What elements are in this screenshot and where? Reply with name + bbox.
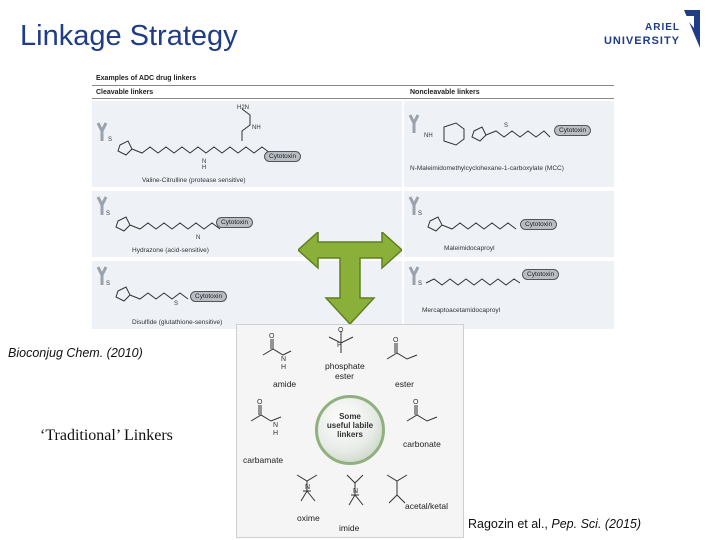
atom-h-amide: H [281, 364, 286, 371]
atom-n-amide: N [281, 356, 286, 363]
university-logo: ARIEL UNIVERSITY [600, 8, 700, 48]
labile-structures: O N H P O O O N H O N N [250, 327, 438, 506]
atom-nh-2: NH [424, 133, 433, 139]
atom-p: P [337, 342, 342, 349]
atom-h-1: H [202, 165, 206, 171]
atom-o-phosphate: O [338, 327, 344, 334]
logo-line-1: ARIEL [645, 22, 680, 33]
group-label-imide: imide [339, 523, 360, 533]
group-label-phosphate-ester: ester [335, 371, 354, 381]
atom-s-2: S [106, 211, 110, 217]
citation-bioconjug: Bioconjug Chem. (2010) [8, 346, 143, 360]
header-rule [92, 85, 614, 86]
cytotoxin-badge: Cytotoxin [190, 291, 228, 302]
citation-ragozin: Ragozin et al., Pep. Sci. (2015) [468, 517, 641, 531]
mcc-structure: NH S [408, 114, 551, 146]
traditional-linkers-label: ‘Traditional’ Linkers [40, 427, 173, 444]
linker-name-mercapto: Mercaptoacetamidocaproyl [422, 307, 501, 314]
atom-n-carbamate: N [273, 422, 278, 429]
column-heading-noncleavable: Noncleavable linkers [410, 89, 480, 96]
atom-o-ester: O [393, 337, 399, 344]
atom-o-carbamate: O [257, 399, 263, 406]
group-label-carbamate: carbamate [243, 455, 284, 465]
group-label-amide: amide [273, 379, 297, 389]
cytotoxin-badge: Cytotoxin [264, 151, 302, 162]
atom-s-4: S [174, 301, 178, 307]
labile-linkers-badge: Some useful labile linkers [315, 395, 385, 465]
slide-title: Linkage Strategy [20, 20, 238, 52]
linker-name-valcit: Valine-Citrulline (protease sensitive) [142, 177, 246, 184]
cytotoxin-badge: Cytotoxin [216, 217, 254, 228]
badge-line-1: Some [339, 412, 361, 421]
group-label-phosphate: phosphate [325, 361, 365, 371]
header-rule-2 [92, 98, 614, 99]
logo-line-2: UNIVERSITY [603, 35, 680, 47]
hydrazone-structure: S N [96, 196, 221, 241]
cytotoxin-badge: Cytotoxin [520, 219, 558, 230]
linker-panel-valcit: S H2N NH N H Cytotoxin Valine-Citrulline… [92, 101, 402, 187]
atom-nh: NH [252, 125, 261, 131]
group-label-oxime: oxime [297, 513, 320, 523]
badge-line-2: useful labile [326, 421, 374, 430]
atom-s-7: S [418, 281, 422, 287]
disulfide-structure: S S [96, 266, 189, 307]
mercapto-structure: S [408, 266, 521, 287]
linker-panel-mercapto: S Cytotoxin Mercaptoacetamidocaproyl [404, 261, 614, 329]
atom-n-1: N [202, 159, 206, 165]
figure-caption: Examples of ADC drug linkers [96, 75, 197, 82]
t-arrow-icon [298, 232, 402, 324]
atom-o-amide: O [269, 333, 275, 340]
linker-panel-mcc: NH S Cytotoxin N-Maleimidomethylcyclohex… [404, 101, 614, 187]
group-label-carbonate: carbonate [403, 439, 441, 449]
labile-linkers-figure: O N H P O O O N H O N N amide phosphate … [236, 324, 464, 538]
atom-n-2: N [196, 235, 200, 241]
group-label-ester: ester [395, 379, 414, 389]
atom-s-1: S [108, 137, 112, 143]
linker-name-disulfide: Disulfide (glutathione-sensitive) [132, 319, 223, 326]
atom-s-5: S [504, 123, 508, 129]
atom-h-carbamate: H [273, 430, 278, 437]
atom-n-oxime: N [305, 484, 310, 491]
logo-mark-icon [684, 10, 700, 48]
linker-name-hydrazone: Hydrazone (acid-sensitive) [132, 247, 209, 254]
citation-ragozin-authors: Ragozin et al., [468, 517, 552, 531]
atom-s-3: S [106, 281, 110, 287]
column-heading-cleavable: Cleavable linkers [96, 89, 154, 96]
atom-h2n: H2N [237, 105, 249, 111]
atom-s-6: S [418, 211, 422, 217]
badge-line-3: linkers [337, 430, 363, 439]
linker-panel-mc: S Cytotoxin Maleimidocaproyl [404, 191, 614, 257]
linker-name-mc: Maleimidocaproyl [444, 245, 495, 252]
citation-ragozin-journal: Pep. Sci. (2015) [551, 517, 642, 531]
mc-structure: S [408, 196, 517, 232]
atom-n-imide: N [353, 488, 358, 495]
linker-name-mcc: N-Maleimidomethylcyclohexane-1-carboxyla… [410, 165, 564, 172]
group-label-acetal: acetal/ketal [405, 501, 448, 511]
valcit-structure: S H2N NH N H [96, 105, 282, 171]
atom-o-carbonate: O [413, 399, 419, 406]
cytotoxin-badge: Cytotoxin [554, 125, 592, 136]
cytotoxin-badge: Cytotoxin [522, 269, 560, 280]
